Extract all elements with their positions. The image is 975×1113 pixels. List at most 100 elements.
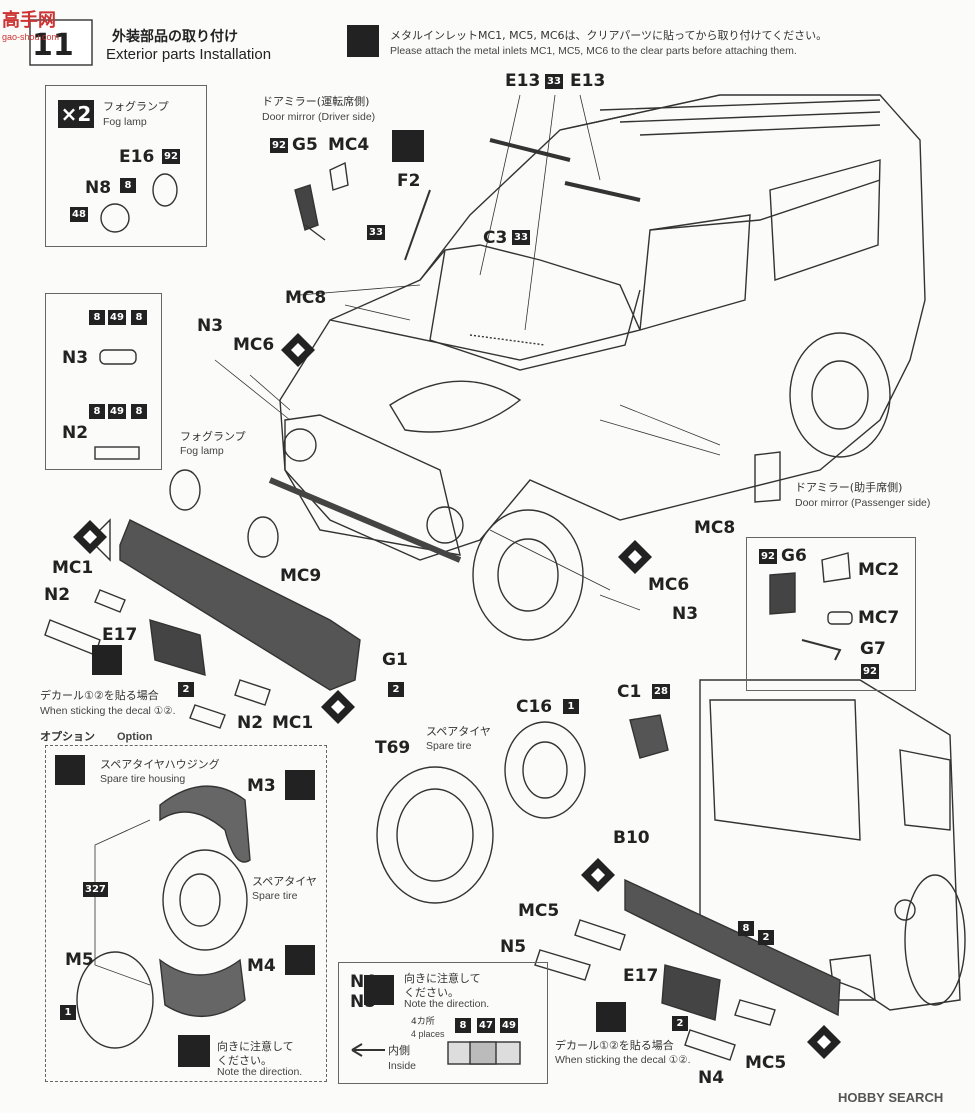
option-tire-en: Spare tire: [252, 890, 298, 902]
part-mc5-top: MC5: [518, 901, 560, 921]
body-outline: [279, 94, 926, 561]
part-mc8-side: MC8: [694, 518, 736, 538]
paint-8c: 8: [89, 404, 105, 419]
part-t69: T69: [375, 738, 411, 758]
part-n2-bottom: N2: [237, 713, 264, 733]
title-jp: 外装部品の取り付け: [112, 29, 238, 45]
part-m5: M5: [65, 950, 94, 970]
n4n5-dir-jp: 向きに注意して ください。: [404, 972, 481, 999]
side-window-front: [639, 214, 751, 331]
front-bumper: [119, 519, 361, 691]
paint-92-g6: 92: [759, 549, 777, 564]
driver-mirror-jp: ドアミラー(運転席側): [262, 95, 370, 108]
part-mc2: MC2: [858, 560, 900, 580]
title-en: Exterior parts Installation: [106, 46, 272, 63]
paint-8: 8: [120, 178, 136, 193]
rear-wheel: [789, 332, 891, 458]
paint-47: 47: [477, 1018, 495, 1033]
front-wheel: [472, 509, 584, 641]
paint-33-f2: 33: [367, 225, 385, 240]
paint-8-n4: 8: [455, 1018, 471, 1033]
windshield: [429, 249, 641, 371]
option-title-en: Option: [117, 731, 153, 743]
part-b10: B10: [613, 828, 650, 848]
part-c16: C16: [516, 697, 553, 717]
driver-mirror-en: Door mirror (Driver side): [262, 111, 376, 123]
part-g5: G5: [292, 135, 318, 155]
part-n8: N8: [85, 178, 112, 198]
passenger-mirror-en: Door mirror (Passenger side): [795, 497, 931, 509]
front-decal-jp: デカール①②を貼る場合: [40, 689, 159, 702]
part-mc1-top: MC1: [52, 558, 94, 578]
qty-badge: ×2: [58, 100, 94, 128]
part-n4: N4: [698, 1068, 725, 1088]
paint-1-c16: 1: [563, 699, 579, 714]
n2-plate: [44, 619, 101, 656]
spare-tire-jp: スペアタイヤ: [426, 725, 491, 738]
part-e17-rear: E17: [623, 966, 659, 986]
part-mc6-right: MC6: [648, 575, 690, 595]
note-en: Please attach the metal inlets MC1, MC5,…: [390, 45, 797, 57]
paint-2-rear: 2: [758, 930, 774, 945]
housing-top: [159, 785, 251, 863]
paint-8d: 8: [131, 404, 147, 419]
fog-lamp-jp: フォグランプ: [103, 100, 169, 113]
places-en: 4 places: [411, 1029, 445, 1039]
option-tire: [162, 849, 248, 951]
inside-jp: 内側: [388, 1044, 410, 1057]
spare-tire: [376, 766, 494, 904]
paint-92-g7: 92: [861, 664, 879, 679]
part-c1: C1: [617, 682, 642, 702]
hood-scoop: [389, 380, 522, 433]
paint-33-e13: 33: [545, 74, 563, 89]
part-mc7: MC7: [858, 608, 900, 628]
paint-33-c3: 33: [512, 230, 530, 245]
fog-lamp-inset: [45, 85, 207, 247]
part-e13-left: E13: [505, 71, 541, 91]
spare-tire-en: Spare tire: [426, 740, 472, 752]
rear-window: [709, 699, 861, 841]
watermark-site: gao-shou.com: [2, 32, 60, 42]
rear-wheel-back: [904, 874, 966, 1006]
headlight-left: [283, 428, 317, 462]
passenger-mirror: [769, 572, 796, 615]
rear-decal-jp: デカール①②を貼る場合: [555, 1039, 674, 1052]
paint-2-e17-rear: 2: [672, 1016, 688, 1031]
paint-327: 327: [83, 882, 108, 897]
wiper-right: [564, 181, 641, 202]
guard-bar: [268, 477, 462, 563]
step-frame: [29, 19, 93, 66]
part-mc5-bottom: MC5: [745, 1053, 787, 1073]
paint-92-driver: 92: [270, 138, 288, 153]
option-dir-jp: 向きに注意して ください。: [217, 1040, 294, 1067]
mc1-plate: [94, 589, 126, 613]
paint-49a: 49: [108, 310, 126, 325]
part-n3-left: N3: [197, 316, 224, 336]
part-c3: C3: [483, 228, 508, 248]
paint-1-m5: 1: [60, 1005, 76, 1020]
inside-en: Inside: [388, 1060, 417, 1072]
m5-cover: [76, 951, 154, 1049]
rear-plate: [661, 964, 721, 1021]
passenger-mirror-inset: [746, 537, 916, 691]
places-jp: 4カ所: [411, 1017, 435, 1027]
n4n5-dir-en: Note the direction.: [404, 998, 490, 1010]
note-jp: メタルインレットMC1, MC5, MC6は、クリアパーツに貼ってから取り付けて…: [390, 29, 828, 42]
fog-lamp-en: Fog lamp: [103, 116, 147, 128]
marker-inset: [45, 293, 162, 470]
part-n2-inset: N2: [62, 423, 89, 443]
rear-decal-en: When sticking the decal ①②.: [555, 1054, 691, 1066]
part-e16: E16: [119, 147, 155, 167]
paint-49-n4: 49: [500, 1018, 518, 1033]
paint-28: 28: [652, 684, 670, 699]
housing-jp: スペアタイヤハウジング: [100, 758, 220, 771]
footer-brand: HOBBY SEARCH: [838, 1090, 944, 1105]
option-title-jp: オプション: [40, 730, 95, 743]
part-n3-right: N3: [672, 604, 699, 624]
option-dir-en: Note the direction.: [217, 1066, 303, 1078]
n4n5-inset: [338, 962, 548, 1084]
paint-48: 48: [70, 207, 88, 222]
front-decal-en: When sticking the decal ①②.: [40, 705, 176, 717]
fog-lamp-main-en: Fog lamp: [180, 445, 224, 457]
